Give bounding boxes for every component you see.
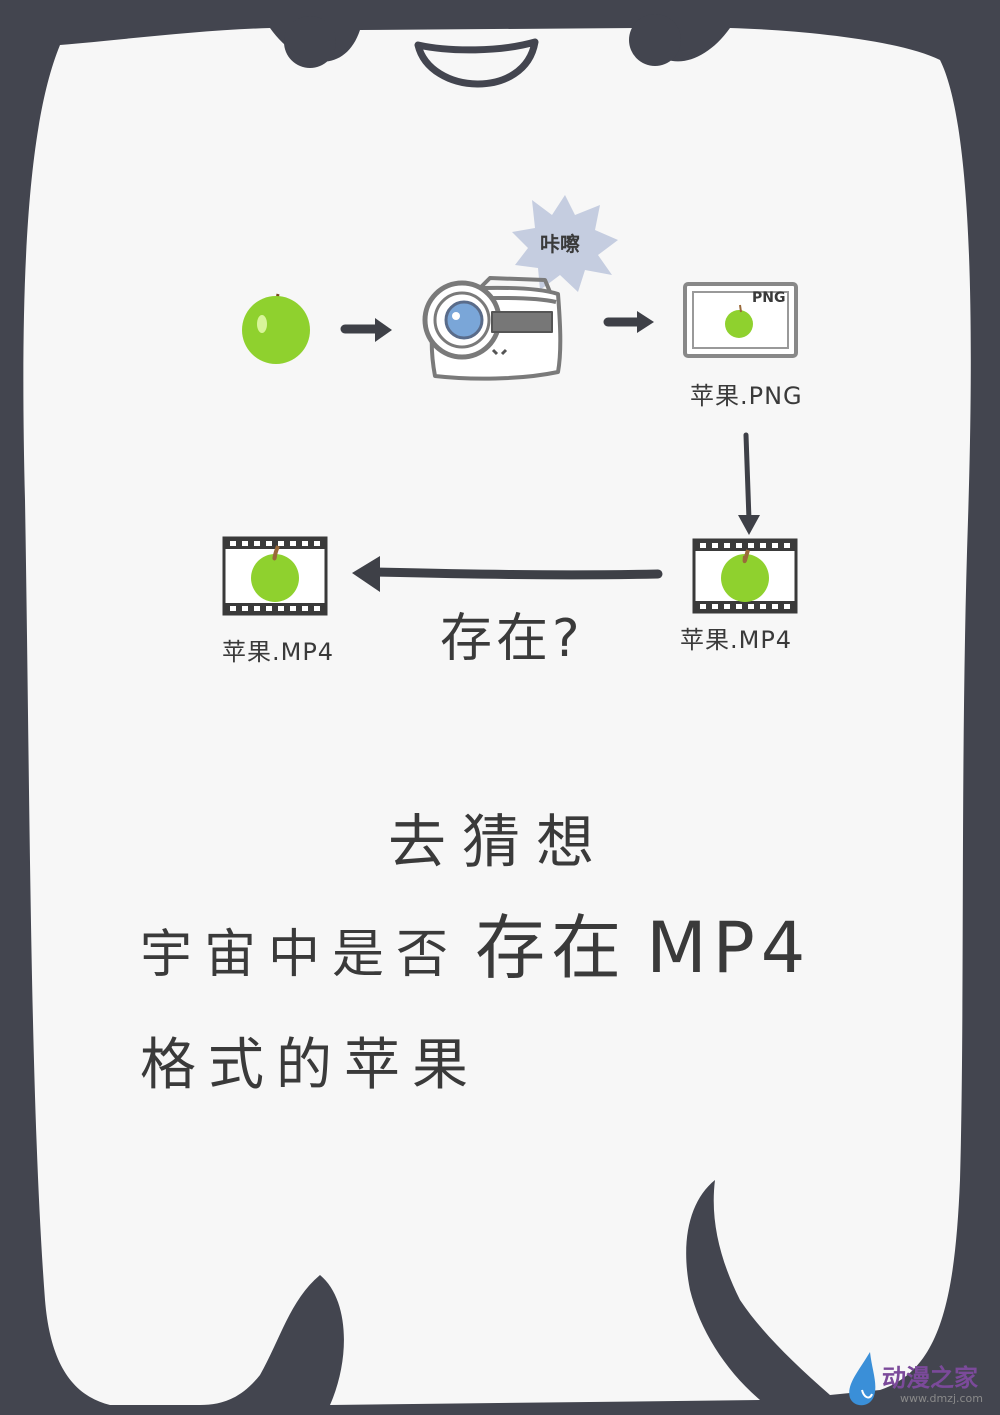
arrow-down-icon	[738, 432, 760, 535]
question-line-2: 格式的苹果	[140, 1033, 480, 1098]
question-emphasis: 存在	[475, 907, 628, 989]
frame-mouth	[414, 38, 539, 88]
watermark-logo-icon	[849, 1352, 876, 1406]
mp4-film-icon-right	[692, 538, 798, 614]
apple-icon	[242, 293, 310, 364]
snap-burst-icon	[512, 195, 618, 292]
frame-eye-left	[284, 16, 336, 68]
question-line: 宇宙中是否 存在 MP4	[140, 892, 811, 993]
watermark-url: www.dmzj.com	[900, 1392, 983, 1405]
frame-eye-right	[629, 14, 681, 66]
png-image-icon	[683, 282, 798, 358]
question-prefix: 宇宙中是否	[140, 925, 461, 985]
png-badge-label: PNG	[752, 290, 786, 306]
png-file-label: 苹果.PNG	[690, 382, 803, 410]
guess-heading: 去猜想	[388, 808, 611, 876]
watermark-name: 动漫之家	[882, 1364, 978, 1392]
arrow-right-icon	[340, 318, 392, 342]
mp4-file-label-left: 苹果.MP4	[222, 638, 335, 666]
arrow-right-icon	[603, 311, 654, 333]
arrow-left-icon	[352, 556, 663, 592]
mp4-file-label-right: 苹果.MP4	[680, 626, 793, 654]
camera-icon	[422, 276, 563, 381]
question-suffix: MP4	[646, 907, 812, 989]
exist-question-label: 存在?	[440, 609, 584, 669]
snap-sound-label: 咔嚓	[540, 232, 580, 256]
mp4-film-icon-left	[222, 536, 328, 616]
